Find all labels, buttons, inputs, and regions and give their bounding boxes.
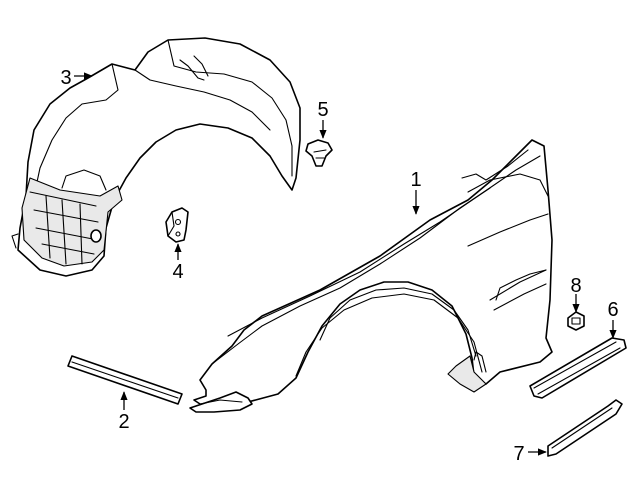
push-clip[interactable] (305, 139, 333, 167)
callout-3: 3 (60, 67, 71, 89)
bracket[interactable] (165, 207, 189, 243)
callout-2: 2 (118, 411, 129, 433)
arch-moulding[interactable] (67, 355, 183, 405)
fender-liner[interactable] (11, 37, 301, 277)
lower-trim-strip[interactable] (547, 399, 623, 457)
callout-5: 5 (317, 99, 328, 121)
callout-7: 7 (513, 443, 524, 465)
callout-4: 4 (172, 261, 183, 283)
front-fender[interactable] (189, 139, 553, 413)
callout-numbers: 1 2 3 4 5 6 7 8 (60, 67, 618, 465)
callout-1: 1 (410, 169, 421, 191)
callout-6: 6 (607, 299, 618, 321)
leader-lines (74, 72, 617, 456)
clip-nut[interactable] (567, 311, 585, 331)
callout-8: 8 (570, 275, 581, 297)
